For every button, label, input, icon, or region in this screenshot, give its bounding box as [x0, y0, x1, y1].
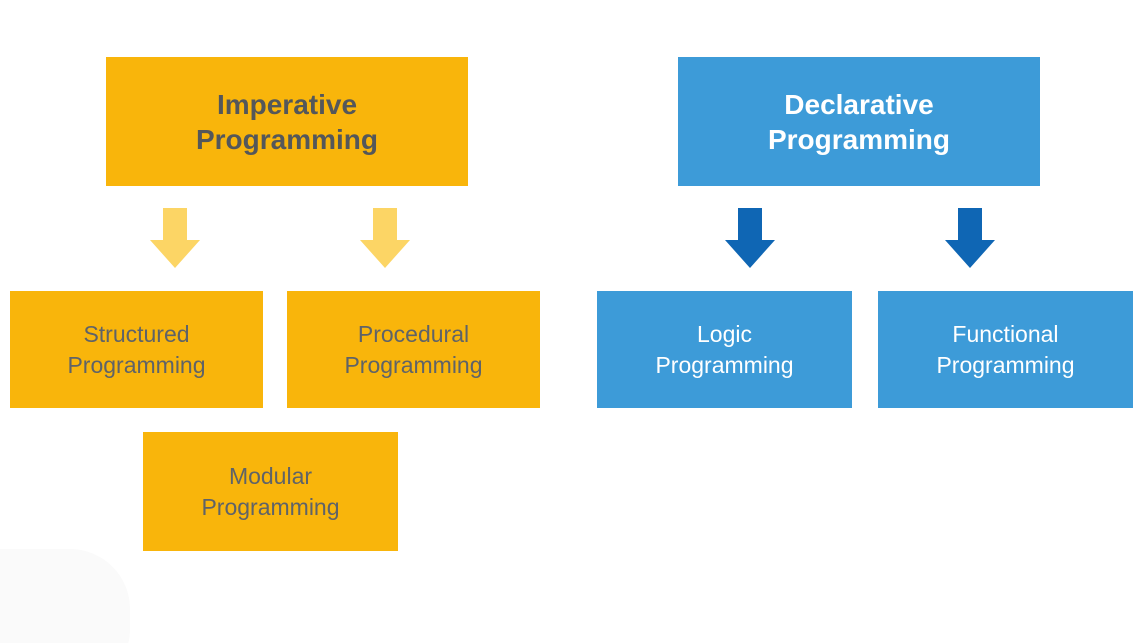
structured-programming-box: Structured Programming	[10, 291, 263, 408]
procedural-programming-box: Procedural Programming	[287, 291, 540, 408]
down-arrow-icon	[945, 208, 995, 268]
declarative-programming-header-box: Declarative Programming	[678, 57, 1040, 186]
down-arrow-icon	[360, 208, 410, 268]
imperative-programming-header-box: Imperative Programming	[106, 57, 468, 186]
modular-programming-box: Modular Programming	[143, 432, 398, 551]
down-arrow-icon	[150, 208, 200, 268]
logic-programming-box: Logic Programming	[597, 291, 852, 408]
down-arrow-icon	[725, 208, 775, 268]
corner-blob-decoration	[0, 549, 130, 643]
functional-programming-box: Functional Programming	[878, 291, 1133, 408]
